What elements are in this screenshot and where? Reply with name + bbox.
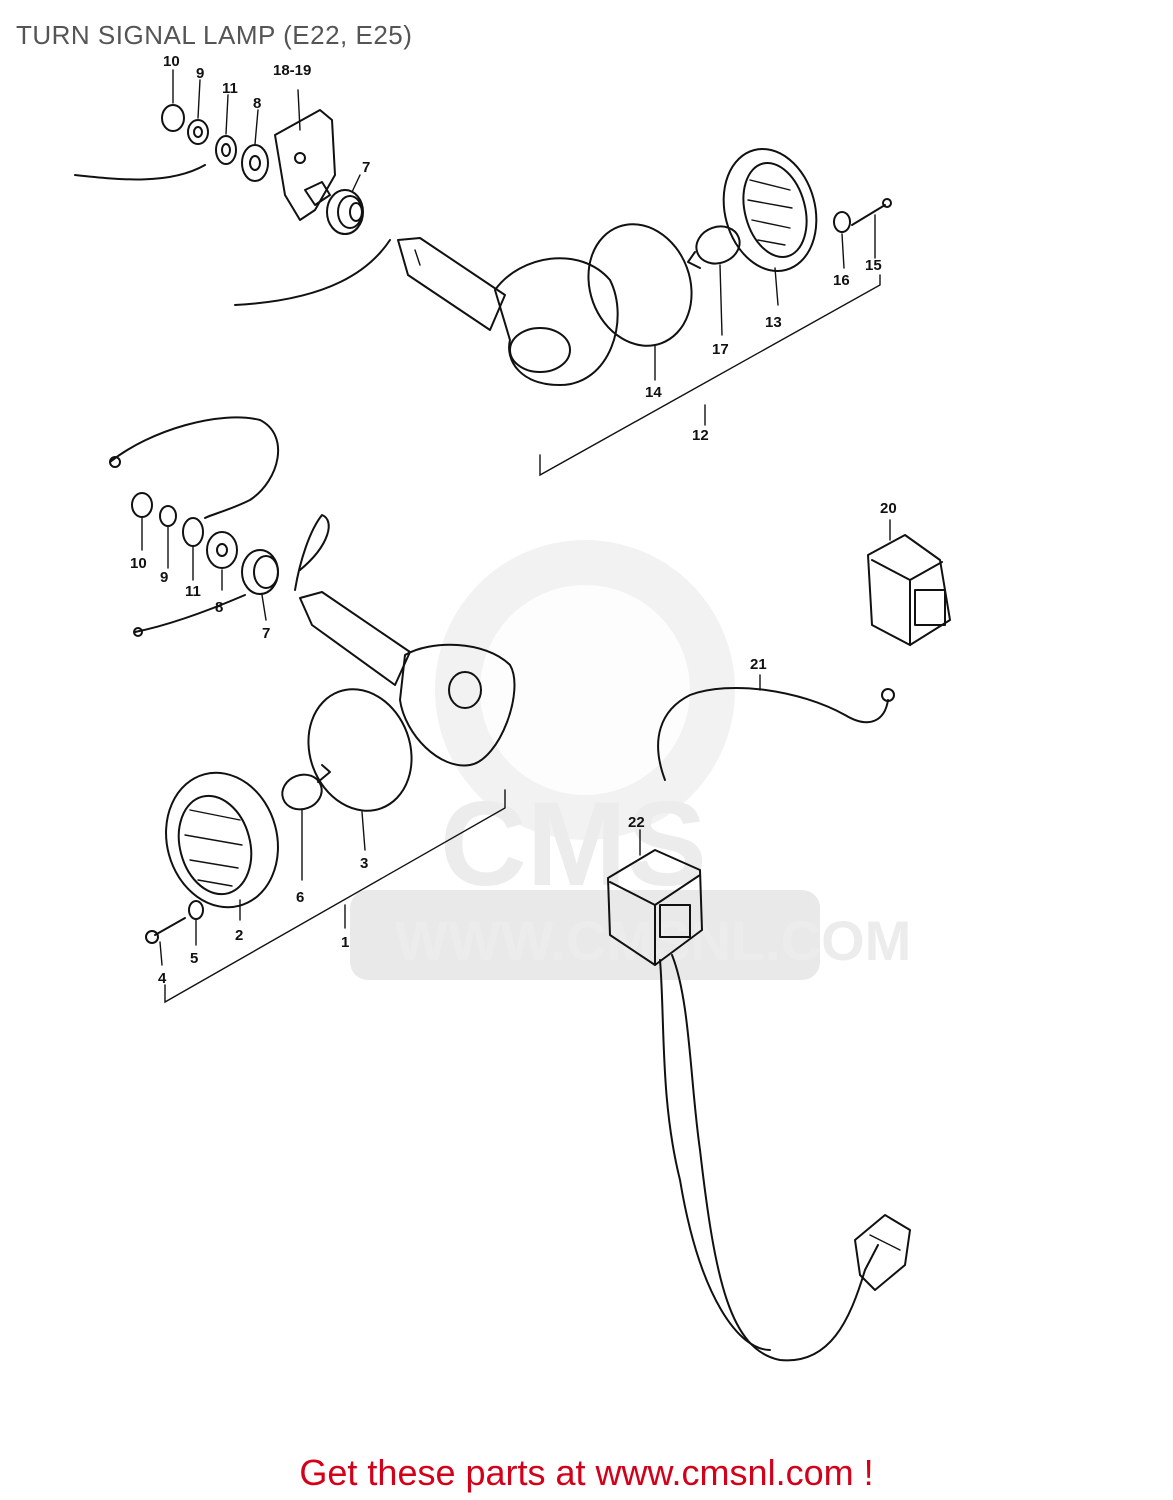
washer-8b-icon (206, 531, 238, 569)
label-4: 4 (158, 970, 167, 987)
grommet-7b-icon (241, 549, 279, 595)
lamp-housing-upper-icon (494, 257, 619, 386)
label-18-19: 18-19 (273, 62, 311, 79)
lead-wire-21 (657, 674, 895, 781)
label-7b: 7 (262, 625, 270, 642)
label-13: 13 (765, 314, 782, 331)
label-11: 11 (222, 80, 238, 97)
gasket-ring-3-icon (307, 688, 413, 812)
flasher-relay-20 (867, 519, 951, 646)
label-5: 5 (190, 950, 198, 967)
label-14: 14 (645, 384, 662, 401)
bulb-17-icon (695, 225, 741, 265)
part-number-labels: 10 9 11 8 18-19 7 13 17 14 16 15 12 20 2… (130, 53, 897, 987)
page-title: TURN SIGNAL LAMP (E22, E25) (16, 20, 413, 50)
label-17: 17 (712, 341, 729, 358)
connector-icon (854, 1214, 911, 1291)
bracket-18-19-icon (274, 109, 336, 221)
label-2: 2 (235, 927, 243, 944)
label-9b: 9 (160, 569, 168, 586)
label-11b: 11 (185, 583, 201, 600)
cms-watermark-logo: WWW.CMSNL.COM CMS (350, 540, 911, 980)
terminal-11-icon (215, 135, 237, 165)
label-6: 6 (296, 889, 304, 906)
upper-turn-signal-assembly (74, 69, 892, 477)
label-22: 22 (628, 814, 645, 831)
label-12: 12 (692, 427, 709, 444)
label-9: 9 (196, 65, 204, 82)
label-15: 15 (865, 257, 882, 274)
washer-8-icon (241, 144, 269, 182)
terminal-11b-icon (182, 517, 204, 547)
watermark-brand: CMS (440, 777, 707, 911)
washer-16-icon (833, 211, 851, 233)
label-1: 1 (341, 934, 349, 951)
label-16: 16 (833, 272, 850, 289)
label-10b: 10 (130, 555, 147, 572)
label-7: 7 (362, 159, 370, 176)
lower-turn-signal-assembly (109, 416, 516, 1004)
watermark-url: WWW.CMSNL.COM (395, 909, 911, 972)
unit-22-with-harness (607, 829, 911, 1362)
label-8: 8 (253, 95, 261, 112)
washer-5-icon (188, 900, 204, 920)
washer-9-icon (187, 119, 209, 145)
label-3: 3 (360, 855, 368, 872)
label-21: 21 (750, 656, 767, 673)
nut-10b-icon (131, 492, 153, 518)
footer-link[interactable]: Get these parts at www.cmsnl.com ! (299, 1452, 874, 1493)
bulb-6-icon (281, 773, 323, 811)
label-20: 20 (880, 500, 897, 517)
label-8b: 8 (215, 599, 223, 616)
gasket-ring-14-icon (587, 223, 693, 347)
nut-10-icon (161, 104, 185, 132)
label-10: 10 (163, 53, 180, 70)
lens-2-icon (165, 771, 279, 909)
lens-13-icon (722, 147, 818, 273)
lamp-housing-lower-icon (399, 643, 516, 767)
washer-9b-icon (159, 505, 177, 527)
